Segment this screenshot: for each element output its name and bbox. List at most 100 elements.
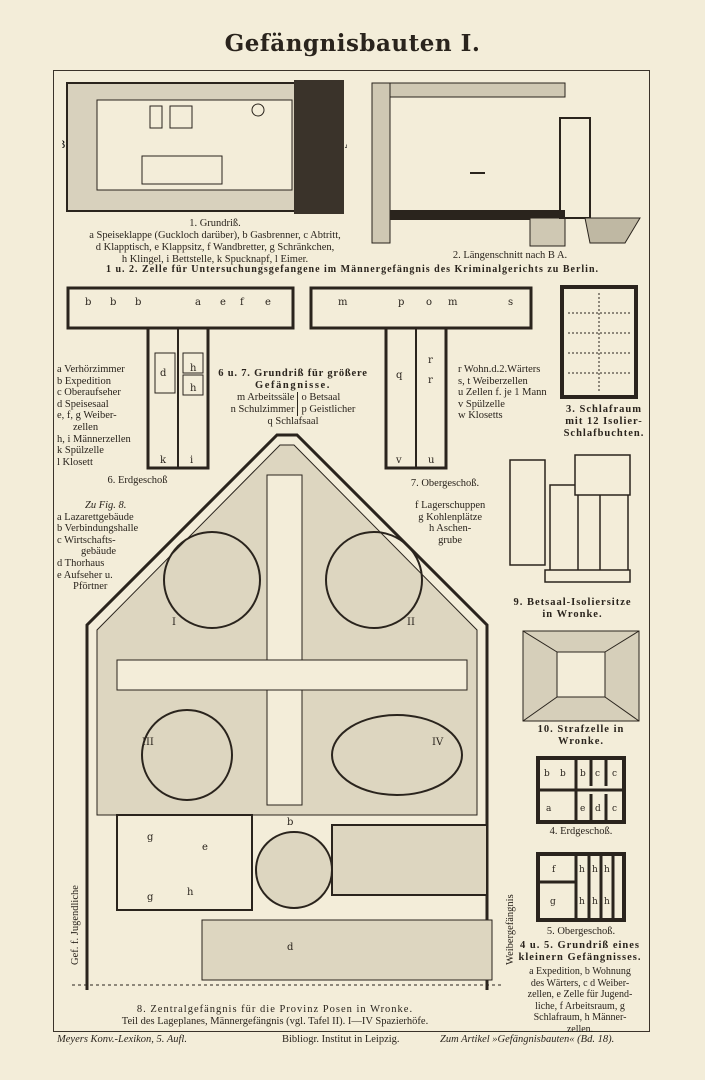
legend-item: Pförtner [73,581,108,593]
legend-item: b Verbindungshalle [57,523,139,535]
svg-text:h: h [592,897,598,907]
fig12-caption: 1 u. 2. Zelle für Untersuchungsgefangene… [105,264,600,275]
fig5-caption: 5. Obergeschoß. [546,926,616,937]
svg-text:b: b [287,817,293,828]
svg-text:k: k [160,455,167,466]
legend-item: a Lazarettgebäude [57,511,134,523]
fig9-chapel-seats [509,454,631,583]
fig8-legend: Zu Fig. 8. a Lazarettgebäude b Verbindun… [57,500,138,593]
svg-text:e: e [265,297,271,308]
legend-item: p Geistlicher [301,404,356,415]
legend-line: zellen, e Zelle für Jugend- [527,989,633,1000]
svg-text:g: g [550,897,556,907]
fig6-caption: 6. Erdgeschoß [107,475,168,486]
legend-item: grube [438,534,463,546]
svg-text:f: f [240,297,245,308]
fig3-dormitory-plan [560,285,638,399]
svg-text:b: b [580,769,586,779]
legend-item: w Klosetts [458,410,503,422]
svg-text:c: c [612,804,617,814]
svg-text:p: p [398,297,404,308]
fig2-cell-section [371,82,641,247]
fig67-caption-line: Gefängnisse. [254,380,332,391]
svg-text:A: A [344,140,347,151]
svg-text:o: o [426,297,432,308]
fig3-caption-line: 3. Schlafraum [566,404,642,415]
legend-item: d Thorhaus [57,557,105,569]
svg-text:g: g [147,892,154,903]
svg-text:b: b [544,769,550,779]
svg-text:b: b [85,297,91,308]
svg-text:q: q [396,370,403,381]
legend-item: o Betsaal [301,392,341,403]
fig3-caption: 3. Schlafraum mit 12 Isolier- Schlafbuch… [560,404,648,440]
legend-line: liche, f Arbeitsraum, g [535,1000,625,1012]
svg-text:b: b [135,297,141,308]
fig1-legend-line: a Speiseklappe (Guckloch darüber), b Gas… [89,230,341,241]
footer-article-ref: Zum Artikel »Gefängnisbauten« (Bd. 18). [440,1034,615,1045]
legend-item: h, i Männerzellen [57,433,131,445]
svg-text:c: c [612,769,617,779]
fig10-caption: 10. Strafzelle in Wronke. [520,724,642,748]
fig9-caption-line: in Wronke. [542,609,603,620]
legend-item: b Expedition [57,375,111,387]
svg-text:e: e [580,804,585,814]
svg-text:h: h [592,865,598,875]
page-title: Gefängnisbauten I. [224,30,481,57]
fig9-caption: 9. Betsaal-Isoliersitze in Wronke. [505,597,640,621]
svg-text:e: e [220,297,226,308]
fig45-legend: a Expedition, b Wohnung des Wärters, c d… [512,966,648,1035]
svg-text:i: i [190,455,193,466]
svg-text:h: h [604,897,610,907]
footer-publisher: Bibliogr. Institut in Leipzig. [282,1034,400,1045]
svg-text:d: d [160,368,167,379]
legend-item: c Wirtschafts- [57,534,116,546]
fig1-legend-line: d Klapptisch, e Klappsitz, f Wandbretter… [95,242,335,253]
fig8-caption: 8. Zentralgefängnis für die Provinz Pose… [60,1004,490,1028]
legend-item: f Lagerschuppen [415,500,486,511]
legend-line: a Expedition, b Wohnung [529,966,631,977]
legend-item: u Zellen f. je 1 Mann [458,387,547,399]
legend-item: l Klosett [57,456,93,468]
svg-text:m: m [338,297,348,308]
legend-item: k Spülzelle [57,445,104,457]
svg-text:r: r [428,355,433,366]
svg-text:h: h [579,897,585,907]
fig10-punishment-cell [522,630,640,722]
svg-text:III: III [142,737,154,748]
svg-text:h: h [190,363,197,374]
legend-item: n Schulzimmer [230,404,295,415]
svg-text:II: II [407,617,415,628]
legend-item: zellen [73,421,99,433]
legend-item: m Arbeitssäle [237,392,295,403]
legend-item: gebäude [81,546,116,558]
fig1-cell-floorplan: BA [62,80,347,214]
svg-text:I: I [172,617,176,628]
plate-frame [53,70,650,1032]
legend-item: c Oberaufseher [57,387,121,399]
legend-line: zellen. [566,1023,594,1035]
svg-text:u: u [428,455,435,466]
fig8-legend-2: f Lagerschuppen g Kohlenplätze h Aschen-… [415,500,485,546]
fig6-legend: a Verhörzimmer b Expedition c Oberaufseh… [57,364,131,468]
svg-text:b: b [110,297,116,308]
legend-item: h Aschen- [428,523,472,535]
svg-text:e: e [202,842,208,853]
svg-text:r: r [428,375,433,386]
fig2-caption: 2. Längenschnitt nach B A. [452,250,568,261]
svg-text:IV: IV [432,737,444,748]
svg-text:h: h [579,865,585,875]
legend-item: e Aufseher u. [57,569,113,581]
label-juvenile-prison: Gef. f. Jugendliche [70,885,81,965]
fig67-caption: 6 u. 7. Grundriß für größere Gefängnisse… [218,368,368,428]
svg-text:v: v [395,455,402,466]
svg-text:d: d [287,942,294,953]
svg-text:d: d [595,804,601,814]
legend-line: des Wärters, c d Weiber- [530,977,630,989]
svg-text:a: a [195,297,201,308]
